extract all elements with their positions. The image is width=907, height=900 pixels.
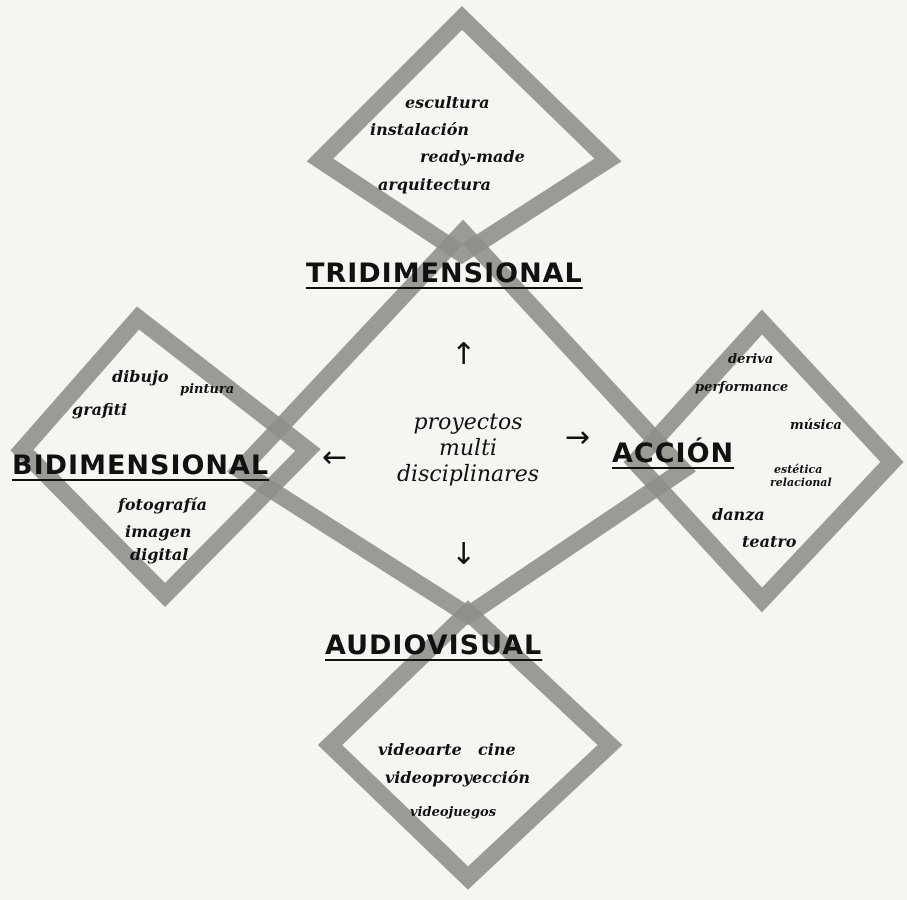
top-diamond [306,6,622,265]
item-performance: performance [695,380,789,395]
center-line-3: disciplinares [396,462,540,487]
item-dibujo: dibujo [112,367,169,386]
bottom-diamond [317,600,623,890]
item-estetica: estética [774,463,823,476]
center-line-2: multi [439,436,497,461]
item-relacional: relacional [770,476,832,489]
item-musica: música [790,418,842,433]
item-imagen: imagen [125,522,192,541]
item-danza: danza [712,505,765,524]
category-accion: ACCIÓN [612,438,735,469]
item-teatro: teatro [742,532,797,551]
category-tridimensional: TRIDIMENSIONAL [306,258,583,289]
item-ready-made: ready-made [420,147,525,166]
item-grafiti: grafiti [72,400,128,419]
item-pintura: pintura [180,382,235,397]
item-fotografia: fotografía [118,495,207,514]
item-videoarte: videoarte [378,740,462,759]
center-line-1: proyectos [413,410,523,435]
center-label: proyectos multi disciplinares [368,410,568,488]
arrow-left: ← [322,440,348,475]
item-videoproyeccion: videoproyección [385,768,531,787]
category-audiovisual: AUDIOVISUAL [325,630,543,661]
arrow-up: ↑ [451,337,477,372]
item-videojuegos: videojuegos [410,805,497,820]
arrow-down: ↓ [451,537,477,572]
item-deriva: deriva [728,352,774,367]
category-bidimensional: BIDIMENSIONAL [12,450,270,481]
item-escultura: escultura [405,93,490,112]
item-digital: digital [130,545,189,564]
left-diamond [10,306,321,608]
item-cine: cine [478,740,516,759]
right-diamond [623,309,904,613]
item-arquitectura: arquitectura [378,175,491,194]
item-instalacion: instalación [370,120,470,139]
arrow-right: → [565,420,591,455]
